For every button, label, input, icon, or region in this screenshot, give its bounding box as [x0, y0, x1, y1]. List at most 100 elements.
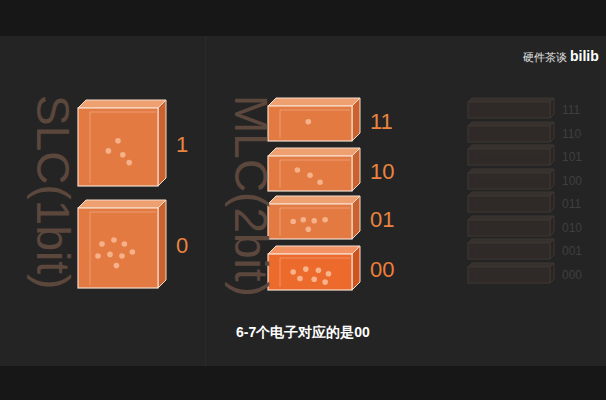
- cell-cube: [468, 98, 554, 118]
- cube-back-edge: [90, 212, 156, 285]
- cell-cube: [268, 246, 360, 290]
- memory-cell: 11: [268, 98, 360, 141]
- electron-dot: [99, 241, 105, 247]
- electron-dot: [120, 152, 126, 158]
- bit-value: 011: [562, 198, 581, 210]
- electron-dot: [290, 269, 296, 275]
- cube-back-edge: [476, 177, 548, 186]
- cube-back-edge: [476, 106, 548, 115]
- cell-cube: [468, 169, 554, 189]
- memory-cell: 10: [268, 148, 360, 191]
- cell-cube: [78, 100, 166, 186]
- cube-side: [352, 196, 360, 239]
- memory-cell: 101: [468, 145, 554, 165]
- electron-dot: [130, 249, 136, 255]
- bit-value: 10: [370, 161, 394, 183]
- vertical-title: MLC(2bit): [228, 95, 274, 297]
- electron-dot: [322, 217, 328, 223]
- electron-dot: [300, 217, 306, 223]
- cube-front: [468, 126, 550, 142]
- electron-dot: [114, 263, 120, 269]
- cell-cube: [468, 122, 554, 142]
- cube-back-edge: [476, 271, 548, 280]
- memory-cell: 100: [468, 169, 554, 189]
- cube-front: [268, 254, 352, 290]
- electron-dot: [317, 179, 323, 185]
- electron-dot: [115, 138, 121, 144]
- electron-dot: [126, 160, 132, 166]
- cube-top: [468, 145, 554, 149]
- cube-top: [78, 100, 166, 108]
- cube-back-edge: [280, 160, 350, 188]
- cube-side: [352, 148, 360, 191]
- electron-dot: [326, 271, 332, 277]
- cube-front: [468, 102, 550, 118]
- watermark: 硬件茶谈: [523, 52, 567, 63]
- cube-back-edge: [476, 130, 548, 139]
- cube-top: [468, 192, 554, 196]
- cell-cube: [468, 216, 554, 236]
- cell-cube: [468, 263, 554, 283]
- cube-top: [468, 169, 554, 173]
- cube-top: [468, 263, 554, 267]
- cell-cube: [268, 148, 360, 191]
- memory-cell: 111: [468, 98, 554, 118]
- cube-top: [468, 239, 554, 243]
- subtitle: 6-7个电子对应的是00: [236, 325, 370, 339]
- memory-cell: 1: [78, 100, 166, 186]
- cube-back-edge: [476, 224, 548, 233]
- memory-cell: 110: [468, 122, 554, 142]
- cube-front: [468, 149, 550, 165]
- cube-front: [468, 267, 550, 283]
- cube-side: [352, 98, 360, 141]
- cube-top: [268, 148, 360, 156]
- memory-cell: 01: [268, 196, 360, 239]
- cube-front: [468, 220, 550, 236]
- cube-top: [268, 98, 360, 106]
- electron-dot: [297, 276, 303, 282]
- electron-dot: [311, 276, 317, 282]
- electron-dot: [306, 226, 312, 232]
- electron-dot: [119, 253, 125, 259]
- cube-front: [468, 243, 550, 259]
- memory-cell: 000: [468, 263, 554, 283]
- cube-back-edge: [90, 112, 156, 183]
- letterbox-top: [0, 0, 606, 36]
- cube-front: [468, 196, 550, 212]
- electron-dot: [295, 167, 301, 173]
- electron-dot: [306, 119, 312, 125]
- electron-dot: [95, 253, 101, 259]
- cell-cube: [468, 239, 554, 259]
- bit-value: 000: [562, 269, 582, 281]
- bit-value: 100: [562, 175, 582, 187]
- memory-cell: 0: [78, 200, 166, 288]
- cube-side: [158, 200, 166, 288]
- cell-cube: [268, 98, 360, 141]
- divider: [205, 36, 206, 366]
- bit-value: 001: [562, 245, 582, 257]
- electron-dot: [322, 279, 328, 285]
- memory-cell: 011: [468, 192, 554, 212]
- cube-top: [268, 196, 360, 204]
- cube-top: [268, 246, 360, 254]
- memory-cell: 010: [468, 216, 554, 236]
- cube-side: [158, 100, 166, 186]
- cube-back-edge: [476, 200, 548, 209]
- bit-value: 010: [562, 222, 582, 234]
- cube-front: [268, 156, 352, 191]
- electron-dot: [290, 219, 296, 225]
- watermark-logo: bilib: [570, 49, 599, 63]
- cube-front: [268, 204, 352, 239]
- cube-front: [78, 108, 158, 186]
- bit-value: 111: [562, 104, 580, 116]
- memory-cell: 00: [268, 246, 360, 290]
- cube-back-edge: [476, 247, 548, 256]
- cell-cube: [268, 196, 360, 239]
- cube-front: [468, 173, 550, 189]
- cube-side: [352, 246, 360, 290]
- letterbox-bottom: [0, 366, 606, 400]
- cell-cube: [468, 192, 554, 212]
- bit-value: 0: [176, 235, 188, 257]
- electron-dot: [106, 148, 112, 154]
